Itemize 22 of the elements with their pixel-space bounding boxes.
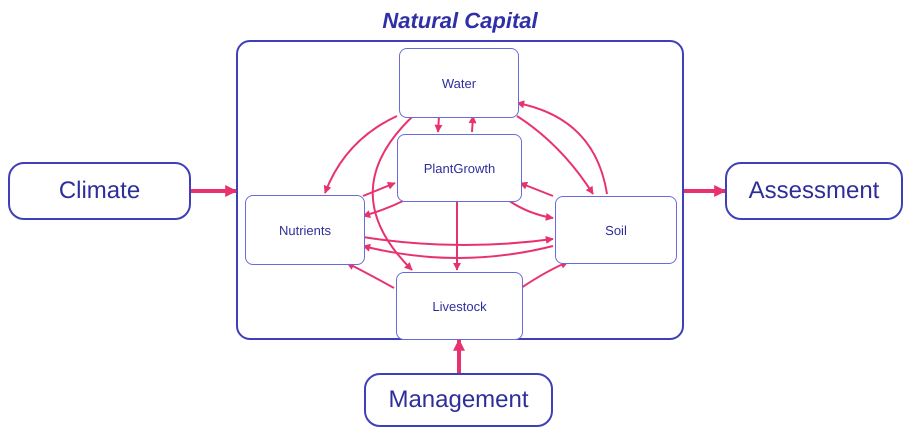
process-box: Climate	[8, 162, 191, 220]
arrow	[468, 115, 477, 132]
arrow	[372, 115, 414, 271]
group-title: Natural Capital	[381, 8, 539, 34]
arrow	[434, 116, 442, 133]
process-box: Water	[399, 48, 519, 118]
process-box: Nutrients	[245, 195, 365, 265]
arrow	[362, 236, 554, 246]
arrow	[191, 185, 238, 197]
arrow	[324, 115, 398, 194]
arrow	[516, 115, 594, 195]
arrow	[453, 200, 461, 271]
process-box: PlantGrowth	[397, 134, 522, 202]
arrow	[346, 262, 394, 289]
process-box: Soil	[555, 196, 677, 264]
arrow	[362, 182, 396, 197]
process-box: Management	[364, 373, 553, 427]
arrow	[453, 338, 465, 373]
process-box: Livestock	[396, 272, 523, 340]
arrow	[684, 185, 726, 197]
process-box: Assessment	[725, 162, 903, 220]
arrow	[507, 199, 554, 221]
